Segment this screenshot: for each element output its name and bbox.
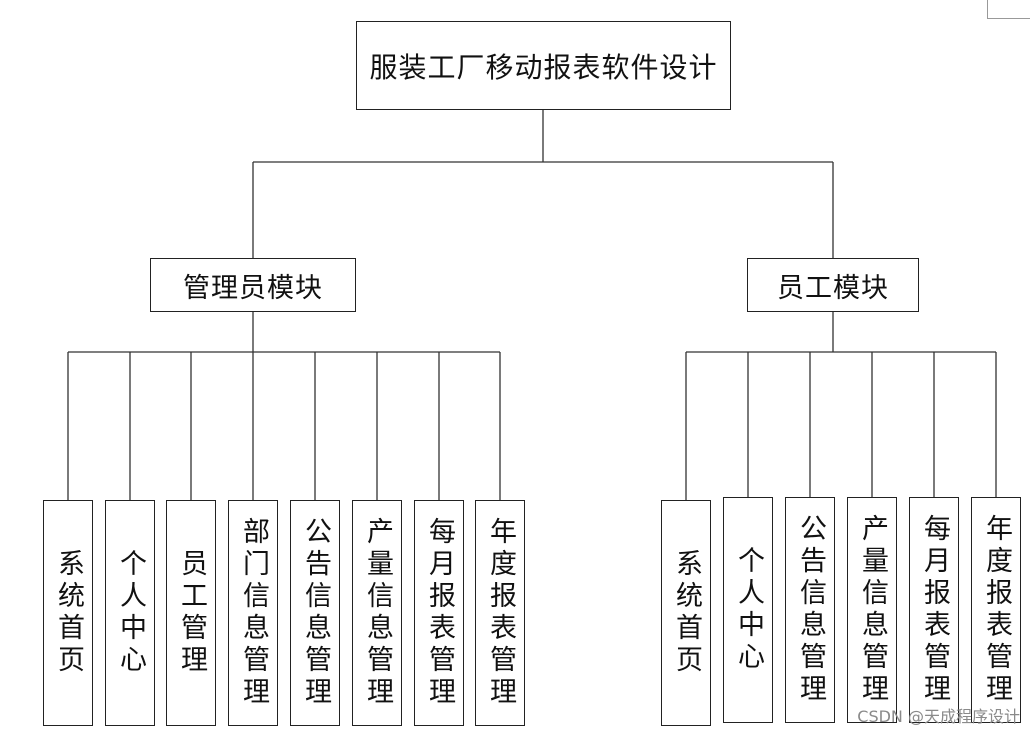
admin-leaf-profile-label: 个人中心 — [115, 549, 146, 677]
staff-leaf-annual: 年度报表管理 — [971, 497, 1021, 723]
admin-leaf-department-label: 部门信息管理 — [238, 517, 269, 709]
admin-leaf-profile: 个人中心 — [105, 500, 155, 726]
staff-leaf-home-label: 系统首页 — [671, 549, 702, 677]
module-admin-label: 管理员模块 — [183, 272, 323, 304]
root-label: 服装工厂移动报表软件设计 — [369, 50, 718, 84]
admin-leaf-home: 系统首页 — [43, 500, 93, 726]
admin-leaf-notice-label: 公告信息管理 — [300, 517, 331, 709]
staff-leaf-output: 产量信息管理 — [847, 497, 897, 723]
staff-leaf-annual-label: 年度报表管理 — [981, 514, 1012, 706]
admin-leaf-staff: 员工管理 — [166, 500, 216, 726]
module-admin: 管理员模块 — [150, 258, 356, 312]
staff-leaf-notice: 公告信息管理 — [785, 497, 835, 723]
staff-leaf-notice-label: 公告信息管理 — [795, 514, 826, 706]
admin-leaf-department: 部门信息管理 — [228, 500, 278, 726]
staff-leaf-profile-label: 个人中心 — [733, 546, 764, 674]
admin-leaf-monthly-label: 每月报表管理 — [424, 517, 455, 709]
module-staff-label: 员工模块 — [777, 272, 889, 304]
admin-leaf-annual-label: 年度报表管理 — [485, 517, 516, 709]
admin-leaf-home-label: 系统首页 — [53, 549, 84, 677]
staff-leaf-home: 系统首页 — [661, 500, 711, 726]
admin-leaf-output: 产量信息管理 — [352, 500, 402, 726]
module-staff: 员工模块 — [747, 258, 919, 312]
staff-leaf-profile: 个人中心 — [723, 497, 773, 723]
admin-leaf-staff-label: 员工管理 — [176, 549, 207, 677]
staff-leaf-monthly: 每月报表管理 — [909, 497, 959, 723]
admin-leaf-annual: 年度报表管理 — [475, 500, 525, 726]
root-node: 服装工厂移动报表软件设计 — [356, 21, 731, 110]
staff-leaf-monthly-label: 每月报表管理 — [919, 514, 950, 706]
admin-leaf-output-label: 产量信息管理 — [362, 517, 393, 709]
watermark: CSDN @天成程序设计 — [857, 707, 1020, 726]
corner-decoration — [987, 0, 1030, 19]
admin-leaf-notice: 公告信息管理 — [290, 500, 340, 726]
admin-leaf-monthly: 每月报表管理 — [414, 500, 464, 726]
staff-leaf-output-label: 产量信息管理 — [857, 514, 888, 706]
